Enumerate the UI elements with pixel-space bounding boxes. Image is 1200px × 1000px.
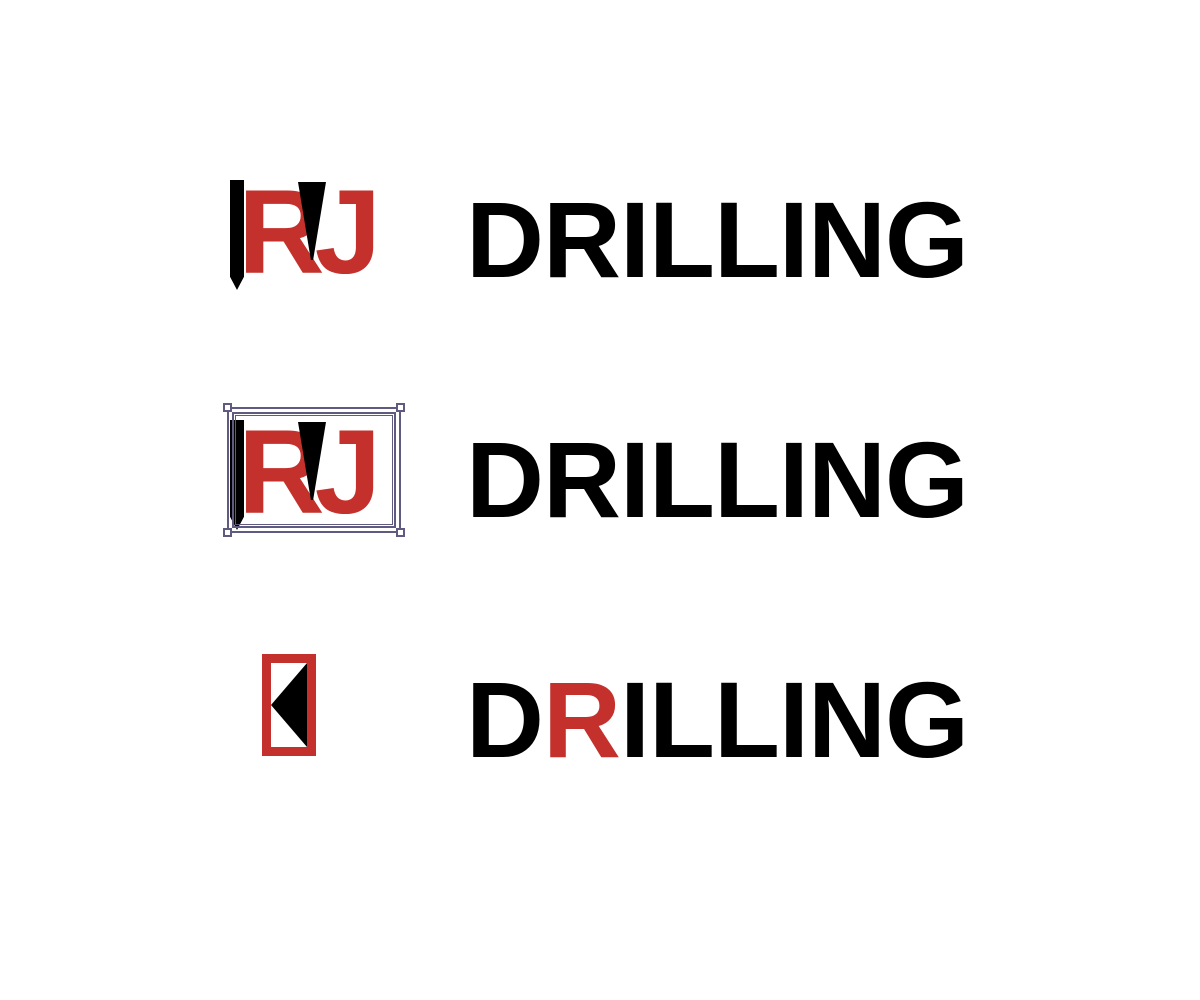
wordmark-drilling[interactable]: DRILLING bbox=[466, 380, 969, 580]
logo-variation-selected[interactable]: RJ DRILLING bbox=[0, 380, 1200, 580]
wordmark-drilling[interactable]: DRILLING bbox=[466, 620, 969, 820]
selection-handle-bottom-right[interactable] bbox=[396, 528, 405, 537]
logo-variation-primary[interactable]: RJ DRILLING bbox=[0, 140, 1200, 340]
rj-monogram-mark[interactable]: RJ bbox=[230, 412, 390, 540]
wordmark-drilling[interactable]: DRILLING bbox=[466, 140, 969, 340]
logo-variation-alternate[interactable]: DRILLING bbox=[0, 620, 1200, 820]
arrow-badge-mark[interactable] bbox=[262, 654, 316, 756]
wordmark-segment-illing: ILLING bbox=[620, 659, 969, 780]
wordmark-segment: DRILLING bbox=[466, 179, 969, 300]
left-arrow-icon bbox=[271, 663, 307, 747]
wordmark-segment: DRILLING bbox=[466, 419, 969, 540]
selection-handle-top-left[interactable] bbox=[223, 403, 232, 412]
rj-monogram-mark[interactable]: RJ bbox=[230, 172, 390, 300]
wordmark-segment-d: D bbox=[466, 659, 544, 780]
selection-handle-top-right[interactable] bbox=[396, 403, 405, 412]
wordmark-segment-r: R bbox=[543, 659, 621, 780]
drill-nib-bar-icon bbox=[230, 180, 244, 290]
